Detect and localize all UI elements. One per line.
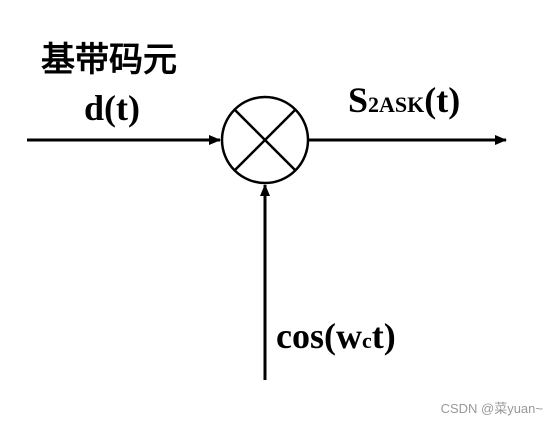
input-title: 基带码元 (41, 40, 177, 80)
carrier-label: cos(wct) (276, 316, 396, 356)
output-subscript: 2ASK (368, 92, 424, 117)
input-signal-label: d(t) (84, 88, 140, 128)
carrier-prefix: cos(w (276, 316, 362, 356)
carrier-subscript: c (362, 328, 372, 353)
output-suffix: (t) (424, 80, 460, 120)
watermark: CSDN @菜yuan~ (441, 401, 544, 416)
output-signal-label: S2ASK(t) (348, 80, 460, 120)
multiplier-icon (220, 95, 310, 185)
output-main: S (348, 80, 368, 120)
carrier-suffix: t) (372, 316, 396, 356)
